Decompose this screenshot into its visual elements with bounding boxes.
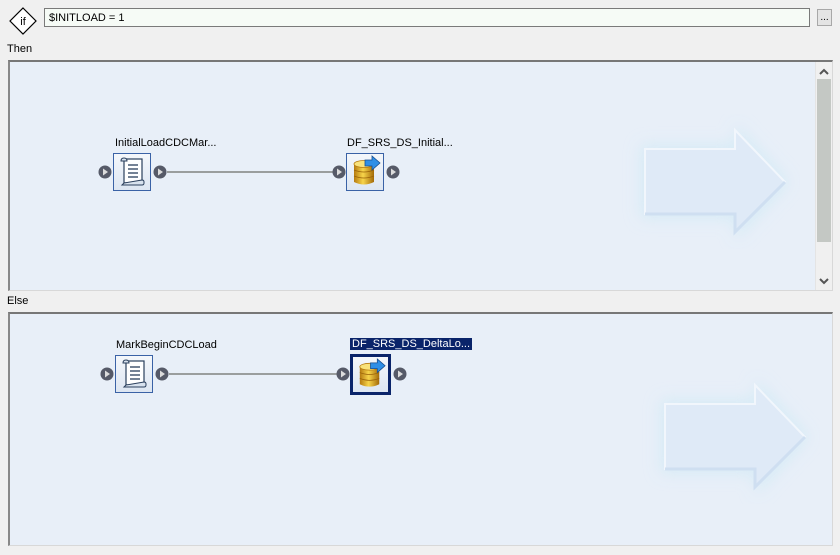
else-label: Else [7,295,29,307]
node-label: DF_SRS_DS_DeltaLo... [350,338,472,350]
scroll-down-icon[interactable] [816,273,832,289]
input-port-icon[interactable] [100,367,114,381]
browse-expression-button[interactable]: ... [817,9,832,26]
input-port-icon[interactable] [332,165,346,179]
scroll-up-icon[interactable] [816,63,832,79]
watermark-arrow-icon [660,377,810,497]
if-label: if [20,16,26,28]
watermark-arrow-icon [640,122,790,242]
connector-line [167,171,339,173]
node-label: MarkBeginCDCLoad [116,339,217,351]
output-port-icon[interactable] [153,165,167,179]
dataflow-icon[interactable] [346,153,384,191]
else-canvas[interactable]: MarkBeginCDCLoad DF_SRS_DS_DeltaLo... [8,312,833,546]
script-icon[interactable] [115,355,153,393]
then-vertical-scrollbar[interactable] [815,62,832,290]
then-label: Then [7,43,33,55]
output-port-icon[interactable] [155,367,169,381]
node-label: DF_SRS_DS_Initial... [347,137,453,149]
output-port-icon[interactable] [386,165,400,179]
then-canvas[interactable]: InitialLoadCDCMar... DF_SRS_DS_Initial..… [8,60,833,291]
input-port-icon[interactable] [98,165,112,179]
script-icon[interactable] [113,153,151,191]
scroll-thumb[interactable] [817,79,831,242]
connector-line [169,373,341,375]
dataflow-icon[interactable] [350,354,391,395]
node-label: InitialLoadCDCMar... [115,137,217,149]
if-diamond-icon: if [9,7,37,35]
condition-expression-input[interactable] [44,8,810,27]
output-port-icon[interactable] [393,367,407,381]
input-port-icon[interactable] [336,367,350,381]
